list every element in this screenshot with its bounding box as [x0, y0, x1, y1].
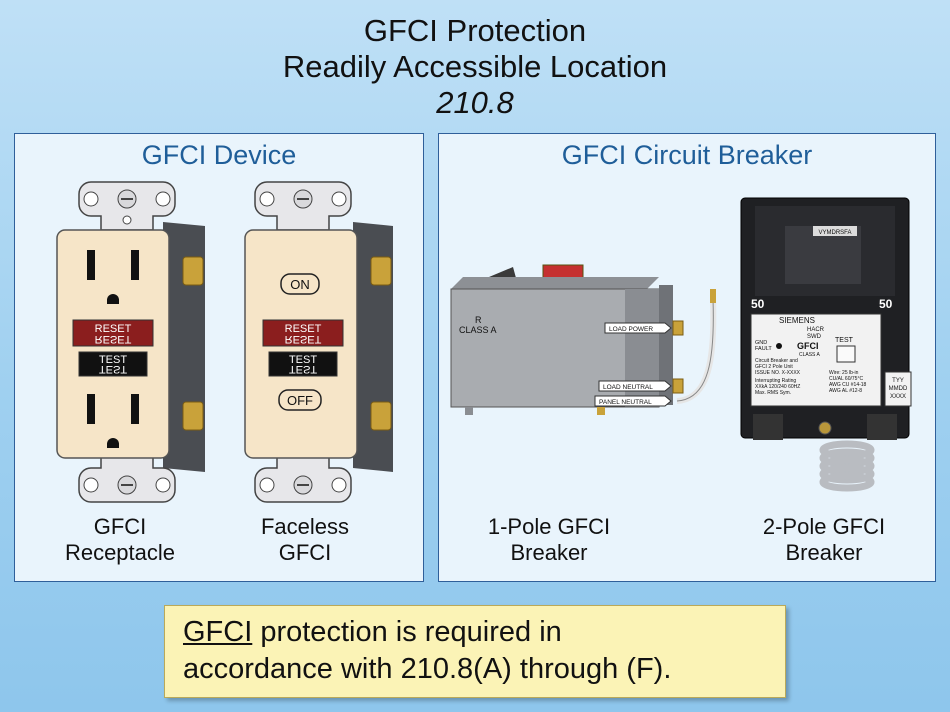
two-pole-hacr: HACR: [807, 327, 825, 333]
two-pole-rating-line: XXkA 120/240 60HZ: [755, 384, 800, 390]
two-pole-date2: MMDD: [889, 386, 908, 392]
two-pole-class-a: CLASS A: [799, 352, 821, 358]
faceless-off-label: OFF: [287, 393, 313, 408]
receptacle-caption-line1: GFCI: [93, 514, 147, 539]
two-pole-desc2: GFCI 2 Pole Unit: [755, 364, 793, 370]
receptacle-reset-label: RESET: [95, 323, 132, 335]
one-pole-class-label: CLASS A: [459, 325, 497, 335]
faceless-caption: Faceless GFCI: [235, 514, 375, 566]
two-pole-swd: SWD: [807, 334, 822, 340]
faceless-test-label-mirror: TEST: [289, 363, 317, 375]
one-pole-load-neutral: LOAD NEUTRAL: [603, 384, 653, 391]
gfci-device-panel: GFCI Device RESET RESET: [14, 133, 424, 582]
faceless-test-label: TEST: [289, 354, 317, 366]
faceless-caption-line1: Faceless: [260, 514, 350, 539]
two-pole-breaker-illustration: VYMDRSFA 50 50 SIEMENS HACR SWD GFCI CLA…: [740, 197, 912, 492]
two-pole-gnd: GND: [755, 340, 767, 346]
two-pole-desc1: Circuit Breaker and: [755, 358, 798, 364]
two-pole-brand: SIEMENS: [779, 316, 815, 325]
receptacle-caption-line2: Receptacle: [64, 540, 176, 565]
two-pole-test: TEST: [835, 337, 854, 344]
note-term: GFCI: [183, 616, 253, 648]
receptacle-test-label-mirror: TEST: [99, 363, 127, 375]
receptacle-test-label: TEST: [99, 354, 127, 366]
two-pole-rating-left: 50: [751, 297, 765, 311]
one-pole-breaker-illustration: R CLASS A LOAD POWER LOAD NEUTRAL PANEL …: [450, 264, 717, 415]
gfci-device-title: GFCI Device: [141, 140, 297, 170]
two-pole-fault: FAULT: [755, 346, 772, 352]
two-pole-date3: XXXX: [890, 394, 906, 400]
two-pole-caption: 2-Pole GFCI Breaker: [729, 514, 919, 566]
one-pole-caption-line2: Breaker: [510, 540, 588, 565]
faceless-gfci-illustration: ON RESET RESET TEST TEST OFF: [244, 181, 393, 503]
note-line-2: accordance with 210.8(A) through (F).: [183, 653, 672, 685]
title-line-2: Readily Accessible Location: [282, 49, 668, 84]
code-reference: 210.8: [436, 85, 514, 120]
one-pole-load-power: LOAD POWER: [609, 326, 653, 333]
two-pole-rating-right: 50: [879, 297, 893, 311]
two-pole-interrupting: Interrupting Rating: [755, 378, 796, 384]
one-pole-caption: 1-Pole GFCI Breaker: [459, 514, 639, 566]
faceless-on-label: ON: [290, 277, 310, 292]
note-line1-rest: protection is required in: [252, 616, 562, 648]
one-pole-caption-line1: 1-Pole GFCI: [487, 514, 611, 539]
two-pole-issue: ISSUE NO. X-XXXX: [755, 370, 801, 376]
two-pole-rms: Max. RMS Sym.: [755, 390, 791, 396]
one-pole-panel-neutral: PANEL NEUTRAL: [599, 399, 652, 406]
receptacle-reset-label-mirror: RESET: [95, 333, 132, 345]
two-pole-date1: TYY: [892, 378, 904, 384]
two-pole-wire1: Wire: 25 lb-in: [829, 370, 859, 376]
one-pole-r-label: R: [475, 315, 482, 325]
requirement-note: GFCI protection is required in accordanc…: [164, 605, 786, 698]
gfci-breaker-panel: GFCI Circuit Breaker R CLASS A LOAD POWE…: [438, 133, 936, 582]
faceless-caption-line2: GFCI: [278, 540, 332, 565]
note-line-1: GFCI protection is required in: [183, 614, 785, 651]
two-pole-gfci: GFCI: [797, 341, 819, 351]
two-pole-wire3: AWG CU #14-18: [829, 382, 867, 388]
title-line-1: GFCI Protection: [363, 13, 587, 48]
two-pole-wire4: AWG AL #12-8: [829, 388, 862, 394]
faceless-reset-label: RESET: [285, 323, 322, 335]
two-pole-caption-line1: 2-Pole GFCI: [762, 514, 886, 539]
two-pole-wire2: CU/AL 60/75°C: [829, 376, 863, 382]
gfci-breaker-title: GFCI Circuit Breaker: [561, 140, 813, 170]
two-pole-model: VYMDRSFA: [818, 230, 851, 236]
two-pole-caption-line2: Breaker: [785, 540, 863, 565]
gfci-receptacle-illustration: RESET RESET TEST TEST: [56, 181, 205, 503]
receptacle-caption: GFCI Receptacle: [45, 514, 195, 566]
faceless-reset-label-mirror: RESET: [285, 333, 322, 345]
